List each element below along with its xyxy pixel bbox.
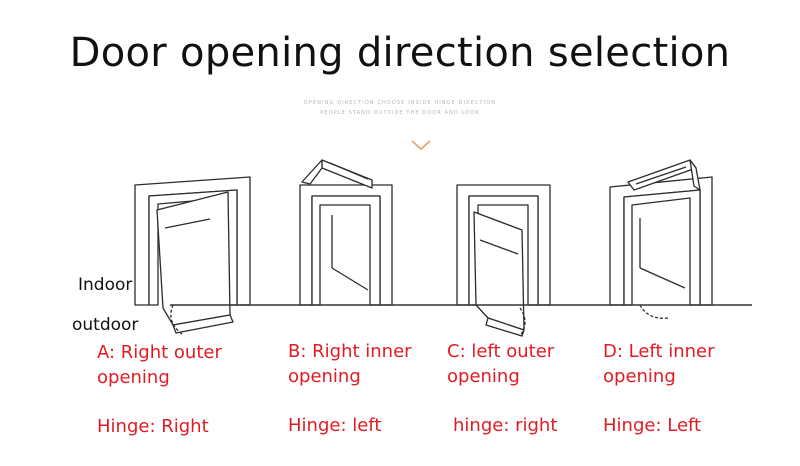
option-c: C: left outer opening hinge: right [447,339,607,436]
option-b: B: Right inner opening Hinge: left [288,339,448,436]
option-c-name: C: left outer opening [447,341,555,387]
subtitle-line-2: PEOPLE STAND OUTSIDE THE DOOR AND LOOK [320,110,480,116]
door-b-diagram [299,159,393,306]
option-c-hinge: hinge: right [453,415,558,436]
option-a-hinge: Hinge: Right [97,416,209,437]
outdoor-label: outdoor [72,315,139,335]
indoor-label: Indoor [78,275,133,295]
option-b-name: B: Right inner opening [288,341,412,387]
option-d-name: D: Left inner opening [603,341,715,387]
option-a: A: Right outer opening Hinge: Right [97,340,257,437]
option-d-hinge: Hinge: Left [603,415,702,436]
option-a-name: A: Right outer opening [97,342,222,388]
door-c-diagram [456,184,551,337]
option-d: D: Left inner opening Hinge: Left [603,339,763,436]
door-a-diagram [134,176,251,335]
chevron-down-icon [411,140,431,151]
subtitle-line-1: OPENING DIRECTION CHOOSE INSIDE HINGE DI… [303,100,497,106]
option-b-hinge: Hinge: left [288,415,382,436]
door-d-diagram [609,159,713,319]
page-title: Door opening direction selection [69,30,731,76]
